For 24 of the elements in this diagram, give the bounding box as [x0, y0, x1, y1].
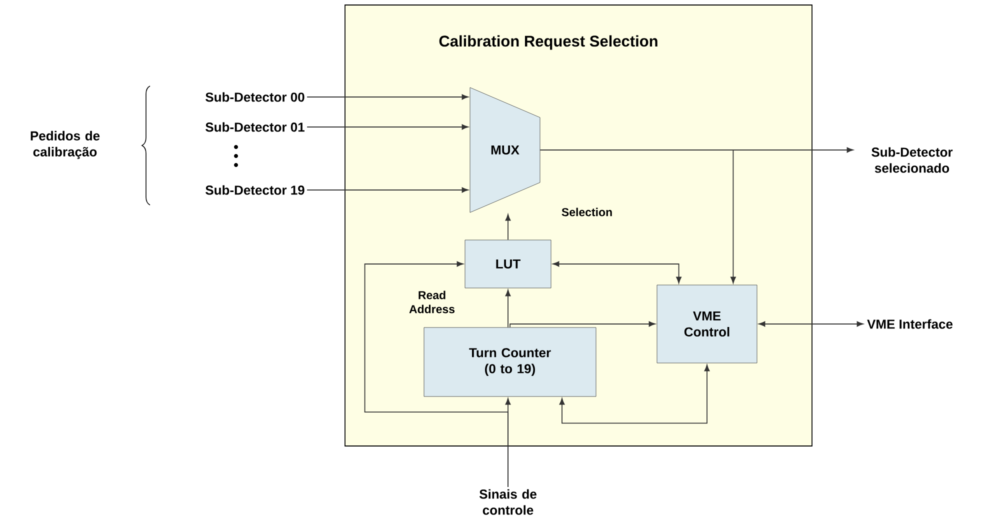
arrow: [758, 321, 864, 327]
block-box: VME Control: [656, 284, 758, 364]
block-box: Turn Counter (0 to 19): [424, 327, 596, 397]
arrow: [510, 321, 656, 328]
input-label: Sub-Detector 19: [206, 185, 304, 195]
output-label: Sub-Detector selecionado: [872, 147, 953, 173]
edge-label: Read Address: [400, 290, 464, 314]
arrow: [505, 214, 511, 240]
arrow: [306, 187, 468, 193]
input-label: Sub-Detector 01: [206, 122, 304, 132]
arrow: [540, 150, 736, 284]
arrow: [364, 261, 508, 488]
arrow: [306, 124, 468, 130]
arrow: [552, 261, 682, 284]
group-label: Pedidos de calibração: [30, 130, 100, 160]
arrow: [505, 290, 511, 328]
control-signal-label: Sinais de controle: [479, 489, 536, 515]
input-label: Sub-Detector 00: [206, 92, 304, 102]
edge-label: Selection: [555, 206, 619, 218]
interface-label: VME Interface: [867, 319, 953, 329]
arrow: [306, 94, 468, 100]
arrow: [559, 364, 710, 424]
multiplexer: MUX: [470, 87, 540, 213]
block-box: LUT: [464, 240, 552, 288]
